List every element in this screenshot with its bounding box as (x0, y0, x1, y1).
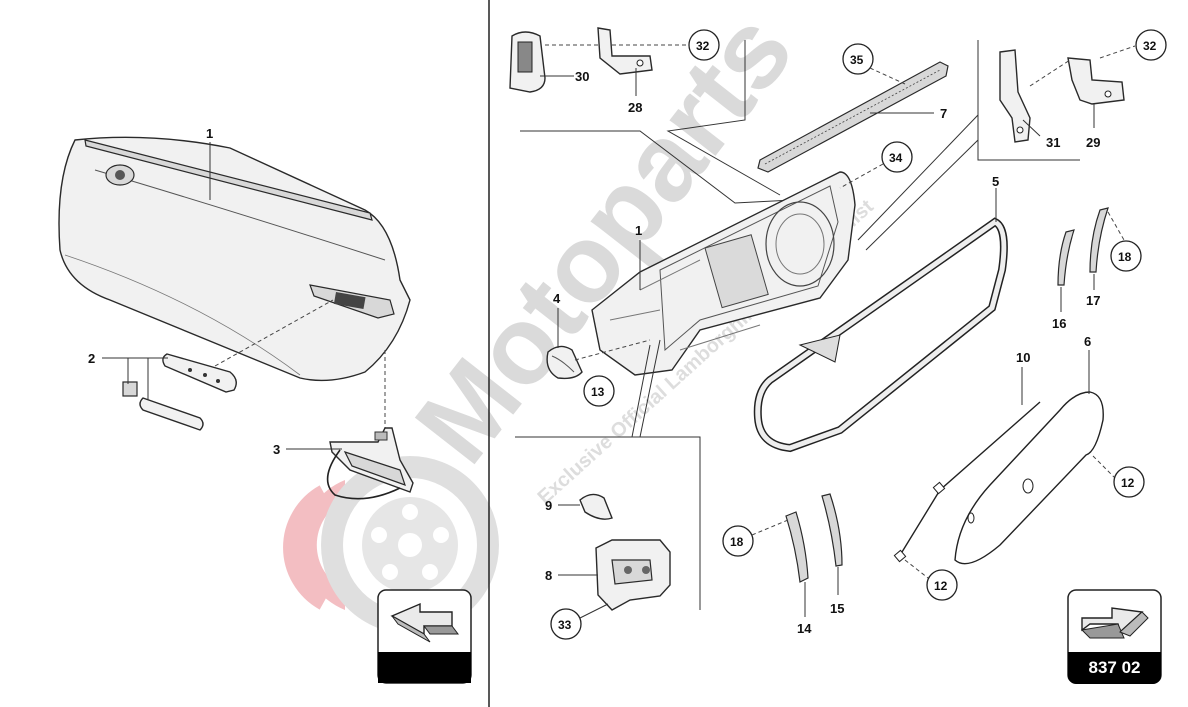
callout-7: 7 (870, 106, 947, 121)
svg-text:15: 15 (830, 601, 844, 616)
svg-text:1: 1 (635, 223, 642, 238)
inner-door-frame (591, 171, 856, 376)
seal-strip-14 (785, 511, 809, 583)
svg-text:18: 18 (730, 535, 744, 549)
svg-text:4: 4 (553, 291, 561, 306)
callout-31: 31 (1022, 119, 1060, 150)
seal-strip-17 (1089, 207, 1109, 273)
hinge-bracket-29 (1067, 57, 1125, 105)
callout-1: 1 (635, 223, 642, 290)
lock-cover-9 (579, 493, 613, 520)
svg-text:2: 2 (88, 351, 95, 366)
svg-text:29: 29 (1086, 135, 1100, 150)
svg-text:16: 16 (1052, 316, 1066, 331)
svg-text:31: 31 (1046, 135, 1060, 150)
svg-text:35: 35 (850, 53, 864, 67)
callout-28: 28 (628, 68, 642, 115)
svg-text:5: 5 (992, 174, 999, 189)
outer-door-panel (58, 136, 411, 382)
callout-17: 17 (1086, 274, 1100, 308)
hinge-cover-31 (999, 49, 1031, 143)
svg-text:1: 1 (206, 126, 213, 141)
svg-text:10: 10 (1016, 350, 1030, 365)
svg-text:3: 3 (273, 442, 280, 457)
callout-12a: 12 (1092, 455, 1145, 498)
callout-14: 14 (797, 582, 812, 636)
arrow-nav-icon (390, 602, 459, 643)
callout-18a: 18 (1107, 211, 1142, 272)
hinge-bracket-28 (597, 27, 653, 75)
svg-text:13: 13 (591, 385, 605, 399)
svg-text:9: 9 (545, 498, 552, 513)
svg-text:34: 34 (889, 151, 903, 165)
svg-text:32: 32 (1143, 39, 1157, 53)
callout-29: 29 (1086, 104, 1100, 150)
svg-text:17: 17 (1086, 293, 1100, 308)
callout-32b: 32 (1135, 29, 1167, 61)
callout-35: 35 (842, 43, 906, 85)
diagram-number: 837 02 (1068, 652, 1161, 684)
callout-4: 4 (553, 291, 561, 348)
callout-left-1: 1 (206, 126, 213, 200)
callout-33: 33 (550, 603, 609, 640)
arrow-nav-icon (1080, 607, 1149, 639)
door-latch-8 (595, 539, 671, 611)
inner-handle-assembly (122, 299, 334, 431)
callout-6: 6 (1084, 334, 1091, 394)
callout-left-2: 2 (88, 351, 168, 400)
door-glass-6 (954, 391, 1104, 565)
svg-text:30: 30 (575, 69, 589, 84)
callout-30: 30 (540, 69, 589, 84)
hinge-cover-30 (509, 31, 546, 93)
callout-13: 13 (583, 375, 615, 407)
svg-text:14: 14 (797, 621, 812, 636)
trim-cap-4 (546, 345, 583, 380)
callout-9: 9 (545, 498, 580, 513)
svg-text:7: 7 (940, 106, 947, 121)
callout-32a: 32 (688, 29, 720, 61)
seal-strip-16 (1057, 229, 1075, 286)
callout-left-3: 3 (273, 442, 342, 457)
callout-5: 5 (992, 174, 999, 222)
svg-text:12: 12 (934, 579, 948, 593)
callout-12b: 12 (904, 559, 958, 601)
callout-18b: 18 (722, 519, 789, 557)
callout-8: 8 (545, 568, 598, 583)
svg-text:28: 28 (628, 100, 642, 115)
callout-15: 15 (830, 567, 844, 616)
watermark-wheel-icon (283, 456, 499, 634)
seal-strip-15 (821, 493, 843, 567)
window-cable-10 (893, 401, 1041, 563)
door-seal-5 (753, 217, 1008, 453)
window-seal-7 (757, 61, 949, 173)
callout-10: 10 (1016, 350, 1030, 405)
prev-diagram-button[interactable] (377, 589, 472, 684)
svg-text:33: 33 (558, 618, 572, 632)
svg-text:12: 12 (1121, 476, 1135, 490)
svg-text:18: 18 (1118, 250, 1132, 264)
svg-text:8: 8 (545, 568, 552, 583)
callout-34: 34 (839, 141, 913, 189)
callout-16: 16 (1052, 287, 1066, 331)
door-lock-mechanism (326, 350, 414, 500)
svg-text:32: 32 (696, 39, 710, 53)
svg-text:6: 6 (1084, 334, 1091, 349)
